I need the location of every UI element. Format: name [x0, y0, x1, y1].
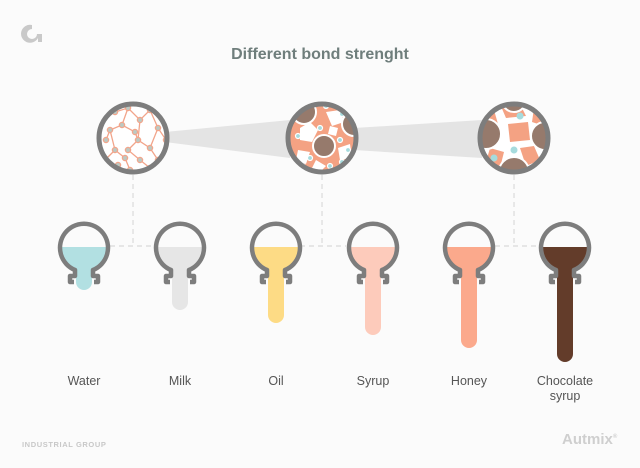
magnifier-medium-bond — [285, 101, 359, 175]
autmix-logo-icon — [21, 24, 42, 43]
bulb-water — [57, 221, 111, 290]
brand-name: Autmix — [562, 431, 613, 448]
label-honey: Honey — [450, 374, 488, 388]
bulb-honey — [442, 221, 496, 348]
registered-mark: ® — [612, 434, 618, 440]
footer-company: INDUSTRIAL GROUP — [22, 440, 107, 449]
footer-brand: Autmix® — [562, 431, 617, 448]
dashed-guides — [110, 175, 540, 247]
bulb-chocolate-syrup — [538, 221, 592, 362]
label-water: Water — [67, 374, 101, 388]
zoom-beam-1 — [165, 120, 290, 158]
label-milk: Milk — [168, 374, 192, 388]
bulb-syrup — [346, 221, 400, 335]
label-syrup: Syrup — [356, 374, 390, 388]
page-title: Different bond strenght — [231, 46, 409, 63]
label-oil: Oil — [268, 374, 284, 388]
zoom-beam-2 — [354, 120, 482, 158]
bulb-milk — [153, 221, 207, 310]
label-chocolate-syrup: Chocolate syrup — [536, 374, 594, 403]
magnifier-weak-bond — [96, 101, 170, 175]
magnifier-strong-bond — [477, 101, 551, 175]
bulb-oil — [249, 221, 303, 323]
